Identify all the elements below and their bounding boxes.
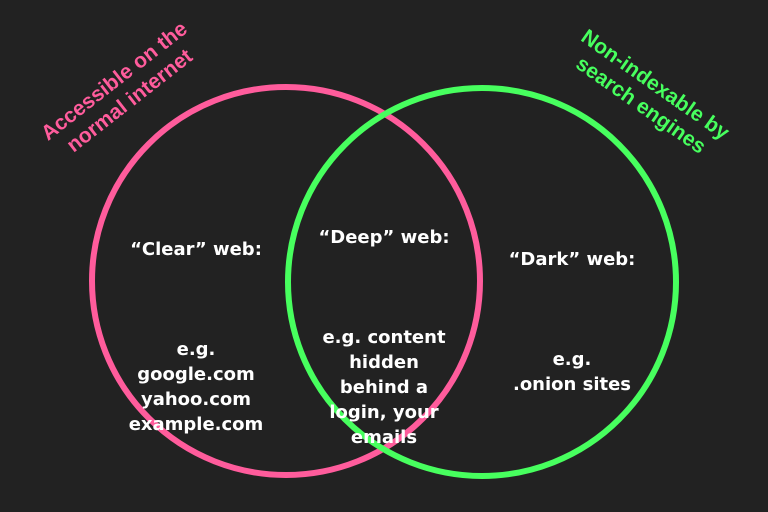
dark-web-examples: e.g. .onion sites: [512, 349, 632, 395]
deep-web-region: “Deep” web: e.g. content hidden behind a…: [318, 200, 449, 475]
deep-web-examples: e.g. content hidden behind a login, your…: [322, 327, 446, 448]
dark-web-region: “Dark” web: e.g. .onion sites: [509, 222, 636, 422]
clear-web-region: “Clear” web: e.g. google.com yahoo.com e…: [129, 212, 264, 462]
clear-web-title: “Clear” web:: [130, 239, 262, 260]
clear-web-examples: e.g. google.com yahoo.com example.com: [128, 339, 264, 435]
deep-web-title: “Deep” web:: [318, 227, 450, 248]
right-circle-non-indexable: [285, 85, 679, 479]
left-circle-accessible: [89, 84, 483, 478]
dark-web-title: “Dark” web:: [508, 249, 636, 270]
